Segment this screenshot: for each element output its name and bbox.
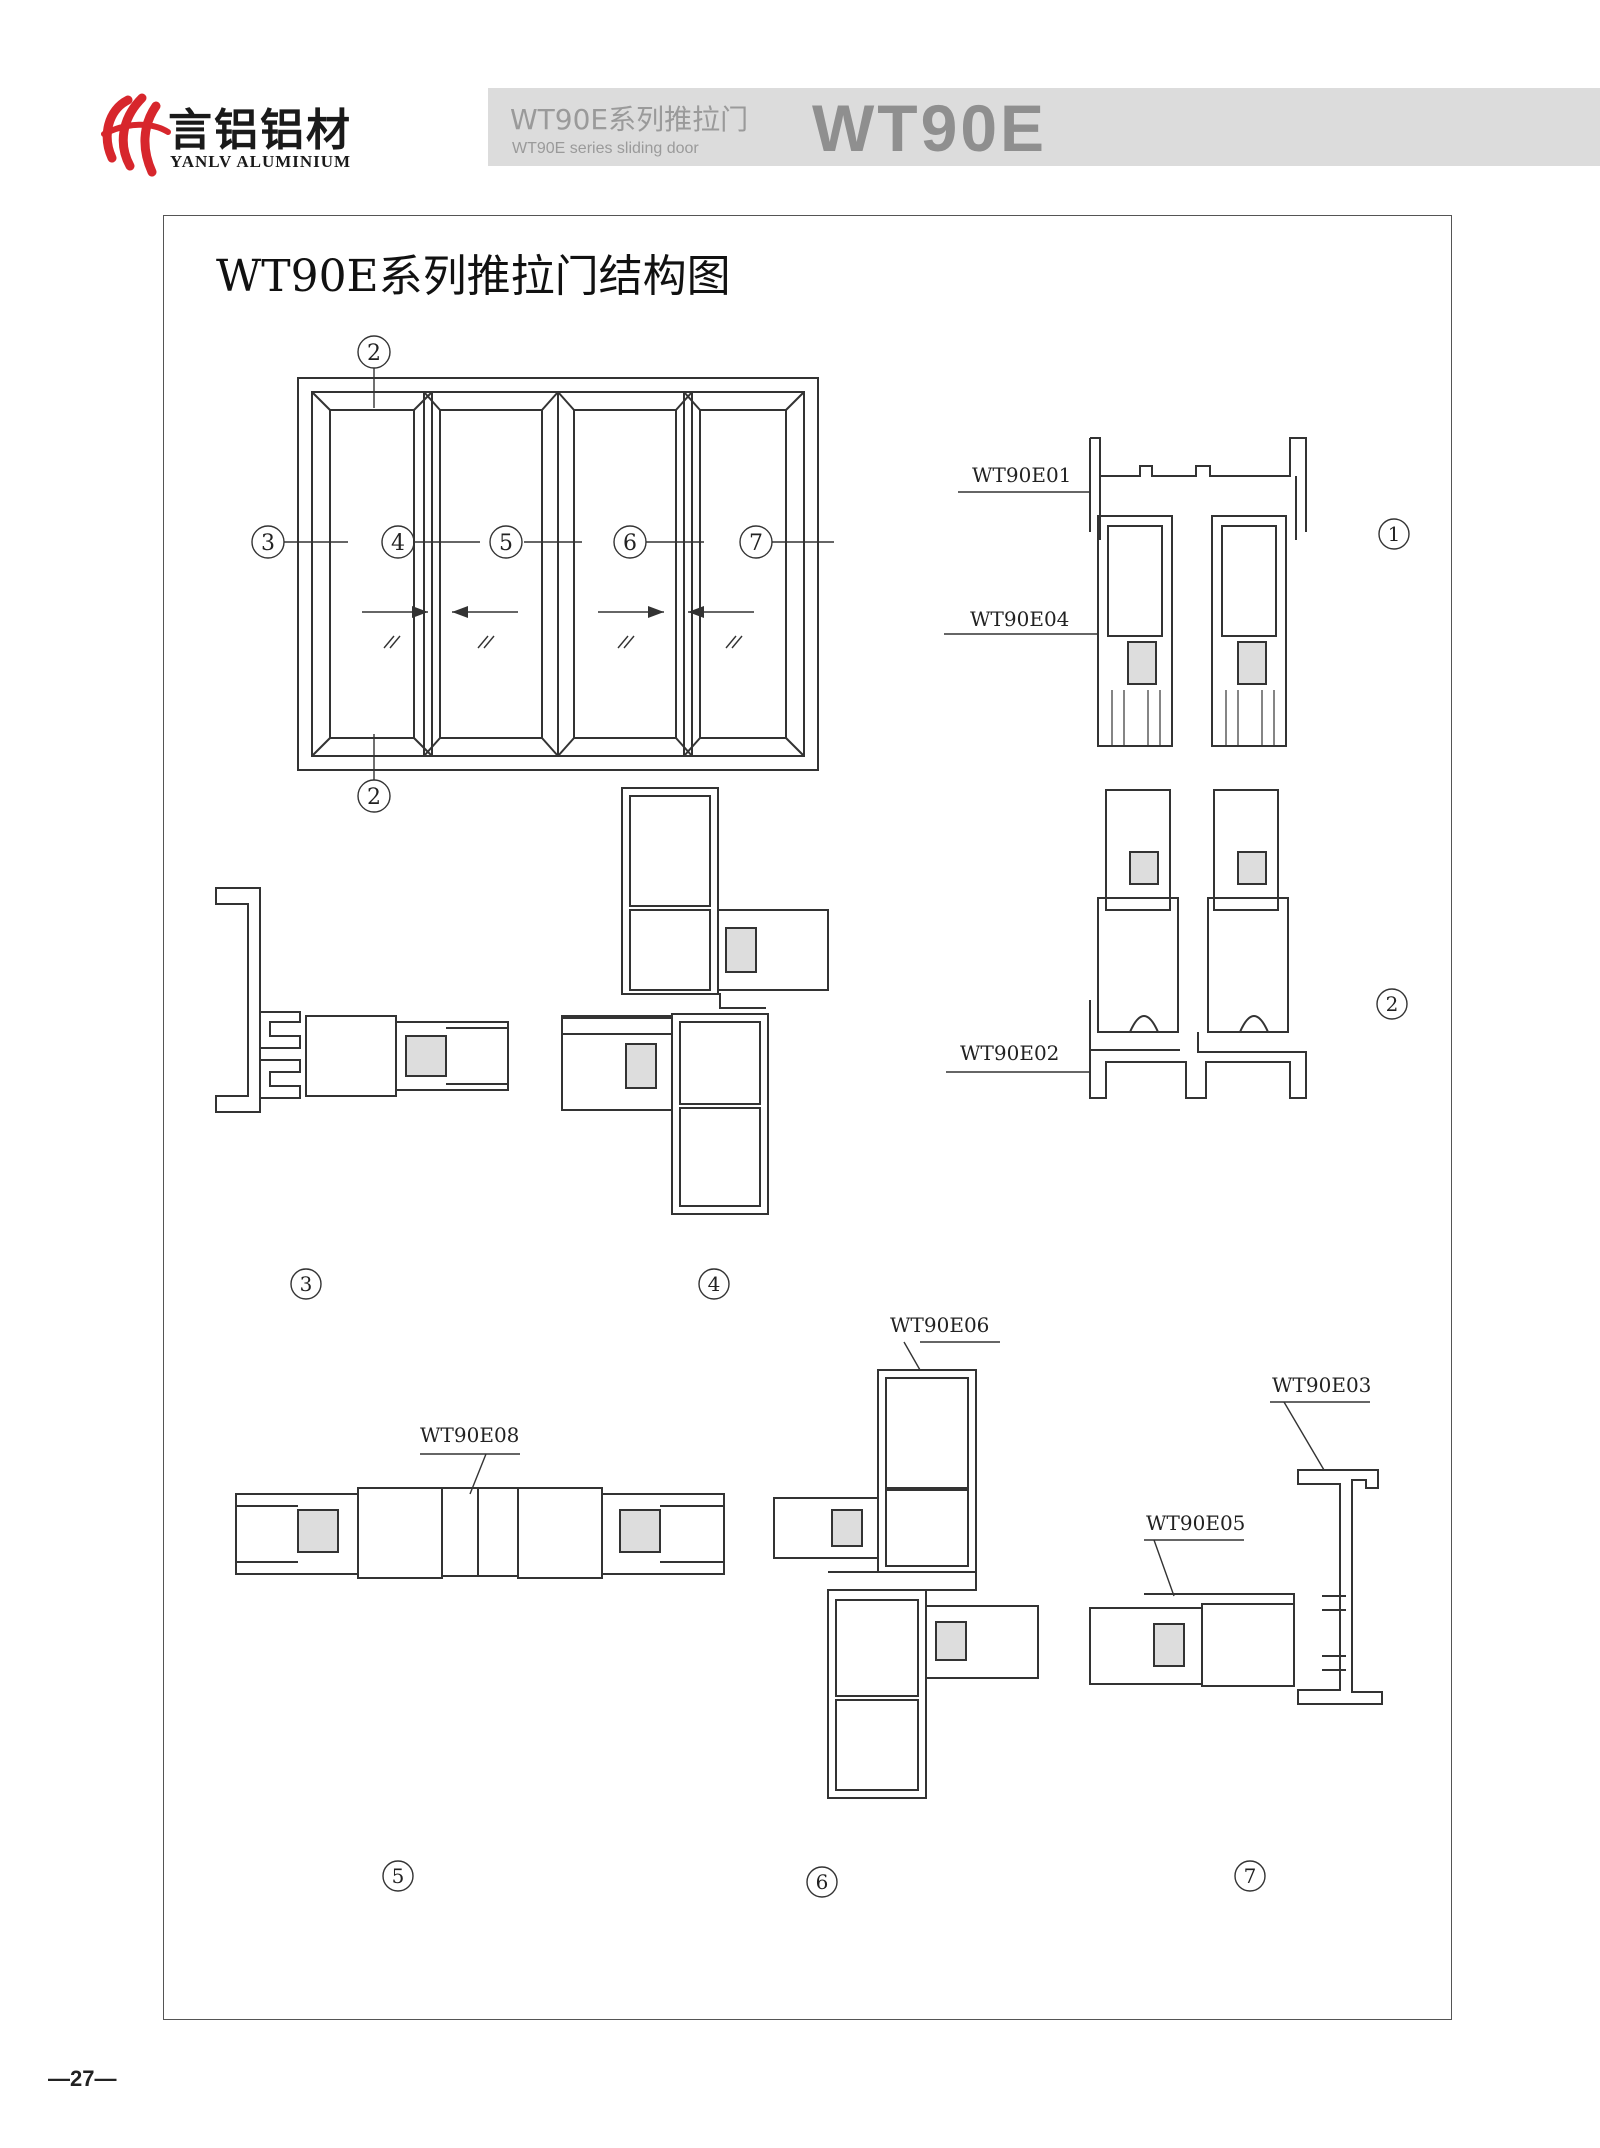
diagram-title: WT90E系列推拉门结构图 <box>216 251 731 302</box>
label-wt90e04: WT90E04 <box>970 607 1069 631</box>
brand-name-zh: 言铝铝材 <box>168 105 352 156</box>
brand-logo-mark <box>101 93 171 177</box>
label-wt90e03: WT90E03 <box>1272 1373 1371 1397</box>
door-elevation <box>284 368 834 780</box>
label-wt90e01: WT90E01 <box>972 463 1071 487</box>
section-number-7: 7 <box>1244 1864 1257 1888</box>
banner-title-en: WT90E series sliding door <box>512 140 699 157</box>
label-wt90e06: WT90E06 <box>890 1313 989 1337</box>
callout-top: 2 <box>367 341 381 366</box>
banner-series-code: WT90E <box>812 91 1048 165</box>
section-number-4: 4 <box>708 1272 721 1296</box>
section-number-5: 5 <box>392 1864 405 1888</box>
drawing-frame <box>163 215 1452 2020</box>
callout-6: 6 <box>623 531 637 556</box>
callout-5: 5 <box>499 531 513 556</box>
brand-name-en: YANLV ALUMINIUM <box>170 152 352 171</box>
label-wt90e05: WT90E05 <box>1146 1511 1245 1535</box>
callout-7: 7 <box>749 531 763 556</box>
section-number-3: 3 <box>300 1272 313 1296</box>
page-number: —27— <box>48 2066 117 2091</box>
callout-bottom: 2 <box>367 785 381 810</box>
section-1-top-track <box>944 437 1410 747</box>
callout-3: 3 <box>261 531 275 556</box>
section-6-interlock <box>773 1341 1039 1799</box>
label-wt90e08: WT90E08 <box>420 1423 519 1447</box>
section-number-2: 2 <box>1386 992 1399 1016</box>
logo-emblem <box>101 93 171 177</box>
banner-title-zh: WT90E系列推拉门 <box>510 103 749 136</box>
section-number-1: 1 <box>1388 522 1401 546</box>
section-number-6: 6 <box>816 1870 829 1894</box>
section-3-side-jamb <box>215 887 509 1113</box>
callouts <box>251 335 773 813</box>
section-2-bottom-track <box>946 789 1408 1099</box>
section-7-side-jamb <box>1089 1401 1383 1705</box>
header-banner <box>488 88 1600 166</box>
callout-4: 4 <box>391 531 405 556</box>
section-4-interlock <box>561 787 829 1215</box>
section-5-meeting-stile <box>235 1453 725 1579</box>
label-wt90e02: WT90E02 <box>960 1041 1059 1065</box>
